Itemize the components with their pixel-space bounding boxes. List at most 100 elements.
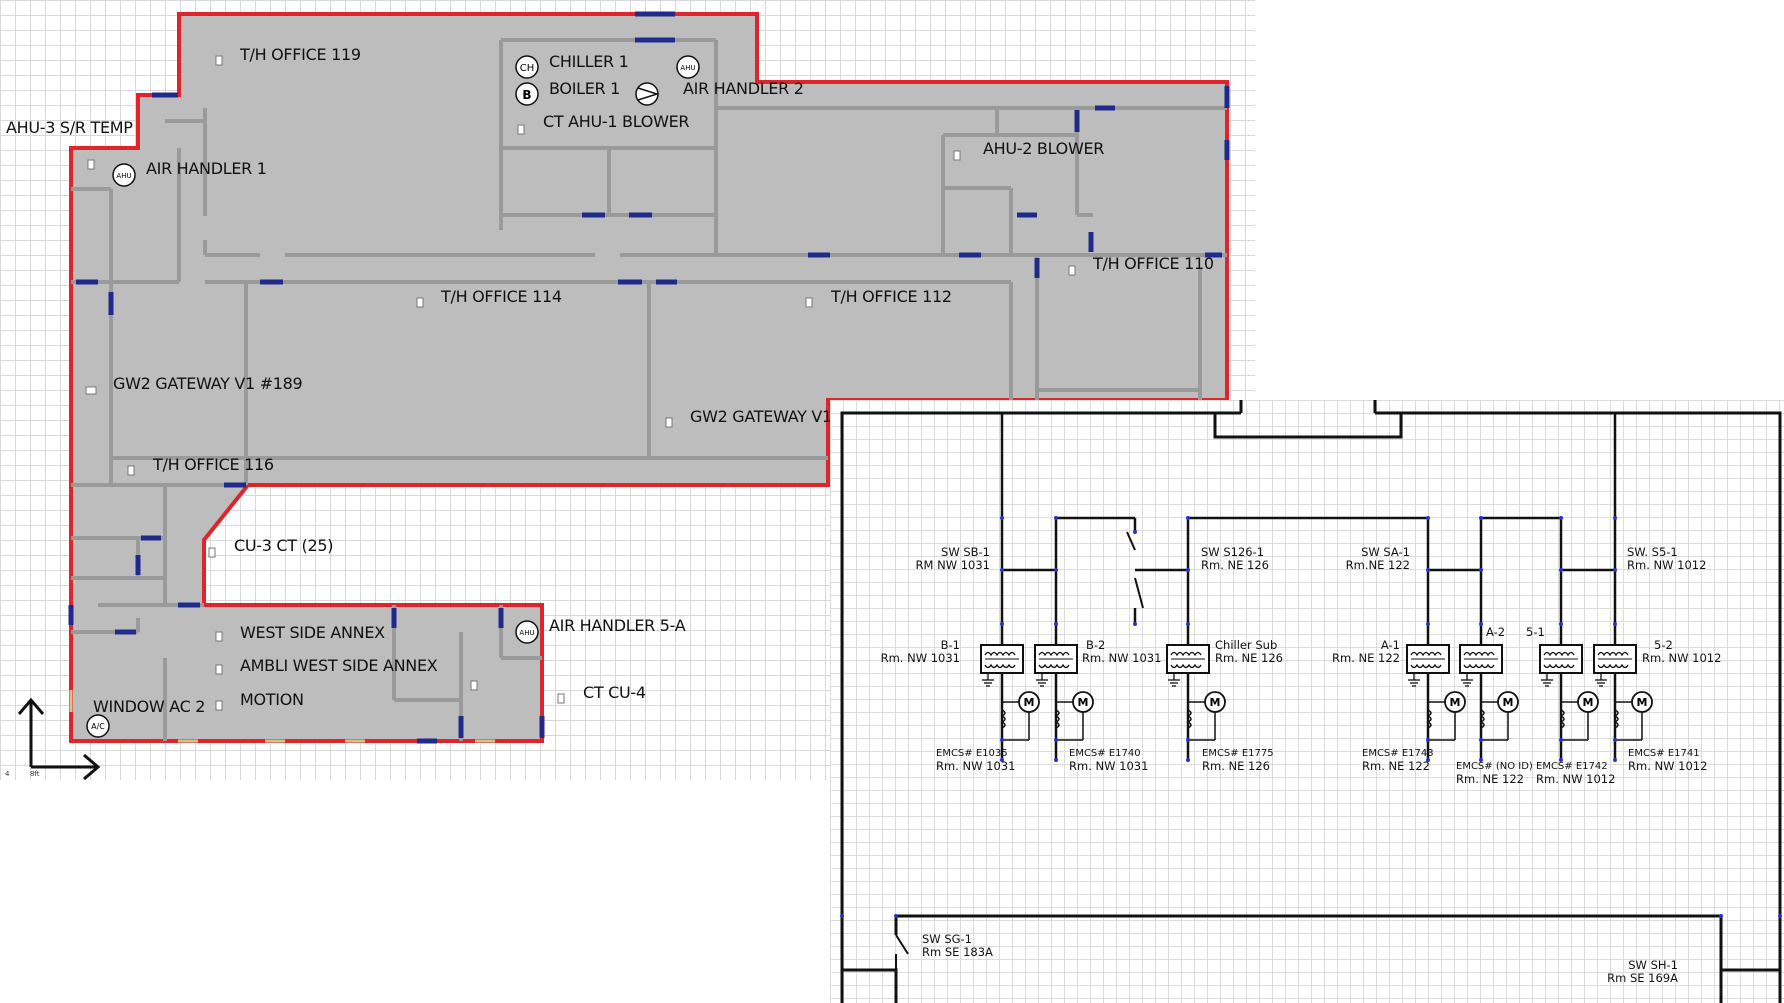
sg1-switch-icon[interactable] xyxy=(895,934,909,970)
room-label: AHU-3 S/R TEMP xyxy=(6,118,133,137)
meter-room: Rm. NE 126 xyxy=(1202,759,1270,773)
room-label: T/H OFFICE 116 xyxy=(153,455,274,474)
room-label: AMBLI WEST SIDE ANNEX xyxy=(240,656,438,675)
sb1-label: SW SB-1 RM NW 1031 xyxy=(890,546,990,572)
thermostat-icon xyxy=(805,297,813,308)
s51-name: 5-1 xyxy=(1526,625,1545,639)
s5-name: SW. S5-1 xyxy=(1627,545,1678,559)
b2-label: B-2 Rm. NW 1031 xyxy=(1082,639,1161,665)
meter-id: EMCS# E1743 xyxy=(1362,748,1434,759)
meter-room: Rm. NW 1031 xyxy=(936,759,1016,773)
meter-branch xyxy=(1559,673,1589,762)
chiller-sub-name: Chiller Sub xyxy=(1215,638,1278,652)
motor-symbol: M xyxy=(1503,696,1514,709)
a2-name: A-2 xyxy=(1486,625,1506,639)
window-ac-icon[interactable]: A/C xyxy=(86,714,110,738)
thermostat-icon xyxy=(557,693,565,704)
chiller-sub-label: Chiller Sub Rm. NE 126 xyxy=(1215,639,1283,665)
air-handler-2-icon[interactable]: AHU xyxy=(676,55,700,79)
room-label: T/H OFFICE 112 xyxy=(831,287,952,306)
s126-name: SW S126-1 xyxy=(1201,545,1265,559)
room-label: AIR HANDLER 2 xyxy=(683,79,804,98)
transformer-icon[interactable] xyxy=(1406,644,1450,687)
meter-e1742-label: EMCS# E1742 Rm. NW 1012 xyxy=(1536,760,1615,786)
a1-label: A-1 Rm. NE 122 xyxy=(1320,639,1400,665)
meter-id: EMCS# E1740 xyxy=(1069,748,1141,759)
meter-room: Rm. NW 1012 xyxy=(1628,759,1708,773)
doors xyxy=(68,11,1230,744)
s126-label: SW S126-1 Rm. NE 126 xyxy=(1201,546,1269,572)
ahu-symbol-text: AHU xyxy=(116,172,131,180)
transformer-icon[interactable] xyxy=(1539,644,1583,687)
meter-room: Rm. NE 122 xyxy=(1456,772,1524,786)
b2-room: Rm. NW 1031 xyxy=(1082,651,1162,665)
room-label: CU-3 CT (25) xyxy=(234,536,334,555)
motor-symbol: M xyxy=(1583,696,1594,709)
floor-plan[interactable]: CH B AHU AHU AHU A/C 4 8ft xyxy=(0,0,1255,780)
sh1-label: SW SH-1 Rm SE 169A xyxy=(1578,959,1678,985)
room-label: AIR HANDLER 5-A xyxy=(549,616,686,635)
room-label: AHU-2 BLOWER xyxy=(983,139,1105,158)
pump-icon[interactable] xyxy=(635,82,660,106)
thermostat-icon xyxy=(87,159,95,170)
s52-room: Rm. NW 1012 xyxy=(1642,651,1722,665)
meter-e1740-label: EMCS# E1740 Rm. NW 1031 xyxy=(1069,747,1148,773)
thermostat-icon xyxy=(215,631,223,642)
thermostat-icon xyxy=(470,680,478,691)
room-label: T/H OFFICE 119 xyxy=(240,45,361,64)
motor-icon[interactable]: M xyxy=(1072,691,1094,713)
windows xyxy=(69,690,495,743)
boiler-icon[interactable]: B xyxy=(515,82,539,106)
air-handler-1-icon[interactable]: AHU xyxy=(112,163,136,187)
motor-symbol: M xyxy=(1078,696,1089,709)
meter-e1035-label: EMCS# E1035 Rm. NW 1031 xyxy=(936,747,1015,773)
room-label: GW2 GATEWAY V1 xyxy=(690,407,832,426)
transformer-icon[interactable] xyxy=(1459,644,1503,687)
s126-room: Rm. NE 126 xyxy=(1201,558,1269,572)
a1-name: A-1 xyxy=(1380,638,1400,652)
sensors xyxy=(85,55,1076,711)
thermostat-icon xyxy=(517,124,525,135)
transformer-icon[interactable] xyxy=(1166,644,1210,687)
sb1-room: RM NW 1031 xyxy=(915,558,990,572)
sg1-name: SW SG-1 xyxy=(922,932,973,946)
motor-icon[interactable]: M xyxy=(1497,691,1519,713)
s52-label: 5-2 Rm. NW 1012 xyxy=(1642,639,1721,665)
motor-icon[interactable]: M xyxy=(1631,691,1653,713)
motor-symbol: M xyxy=(1450,696,1461,709)
meter-room: Rm. NW 1031 xyxy=(1069,759,1149,773)
thermostat-icon xyxy=(416,297,424,308)
meter-id: EMCS# (NO ID) xyxy=(1456,761,1533,772)
meter-room: Rm. NW 1012 xyxy=(1536,772,1616,786)
b1-name: B-1 xyxy=(940,638,960,652)
motor-icon[interactable]: M xyxy=(1204,691,1226,713)
motor-symbol: M xyxy=(1637,696,1648,709)
b2-name: B-2 xyxy=(1086,638,1106,652)
scale-left: 4 xyxy=(5,770,10,778)
meter-id: EMCS# E1741 xyxy=(1628,748,1700,759)
motor-symbol: M xyxy=(1210,696,1221,709)
motor-icon[interactable]: M xyxy=(1018,691,1040,713)
meter-noid-label: EMCS# (NO ID) Rm. NE 122 xyxy=(1456,760,1533,786)
sa1-name: SW SA-1 xyxy=(1361,545,1410,559)
s5-room: Rm. NW 1012 xyxy=(1627,558,1707,572)
motor-icon[interactable]: M xyxy=(1444,691,1466,713)
meter-e1741-label: EMCS# E1741 Rm. NW 1012 xyxy=(1628,747,1707,773)
s52-name: 5-2 xyxy=(1654,638,1673,652)
room-label: CT AHU-1 BLOWER xyxy=(543,112,690,131)
sa1-label: SW SA-1 Rm.NE 122 xyxy=(1310,546,1410,572)
chiller-icon[interactable]: CH xyxy=(515,55,539,79)
b1-label: B-1 Rm. NW 1031 xyxy=(880,639,960,665)
s126-switch-icon[interactable] xyxy=(1126,531,1144,609)
feeders xyxy=(1000,413,1617,645)
chiller-sub-room: Rm. NE 126 xyxy=(1215,651,1283,665)
b1-room: Rm. NW 1031 xyxy=(880,651,960,665)
motor-icon[interactable]: M xyxy=(1577,691,1599,713)
sa1-room: Rm.NE 122 xyxy=(1345,558,1410,572)
meter-id: EMCS# E1775 xyxy=(1202,748,1274,759)
room-label: T/H OFFICE 110 xyxy=(1093,254,1214,273)
air-handler-5a-icon[interactable]: AHU xyxy=(515,620,539,644)
transformer-icon[interactable] xyxy=(1034,644,1078,687)
